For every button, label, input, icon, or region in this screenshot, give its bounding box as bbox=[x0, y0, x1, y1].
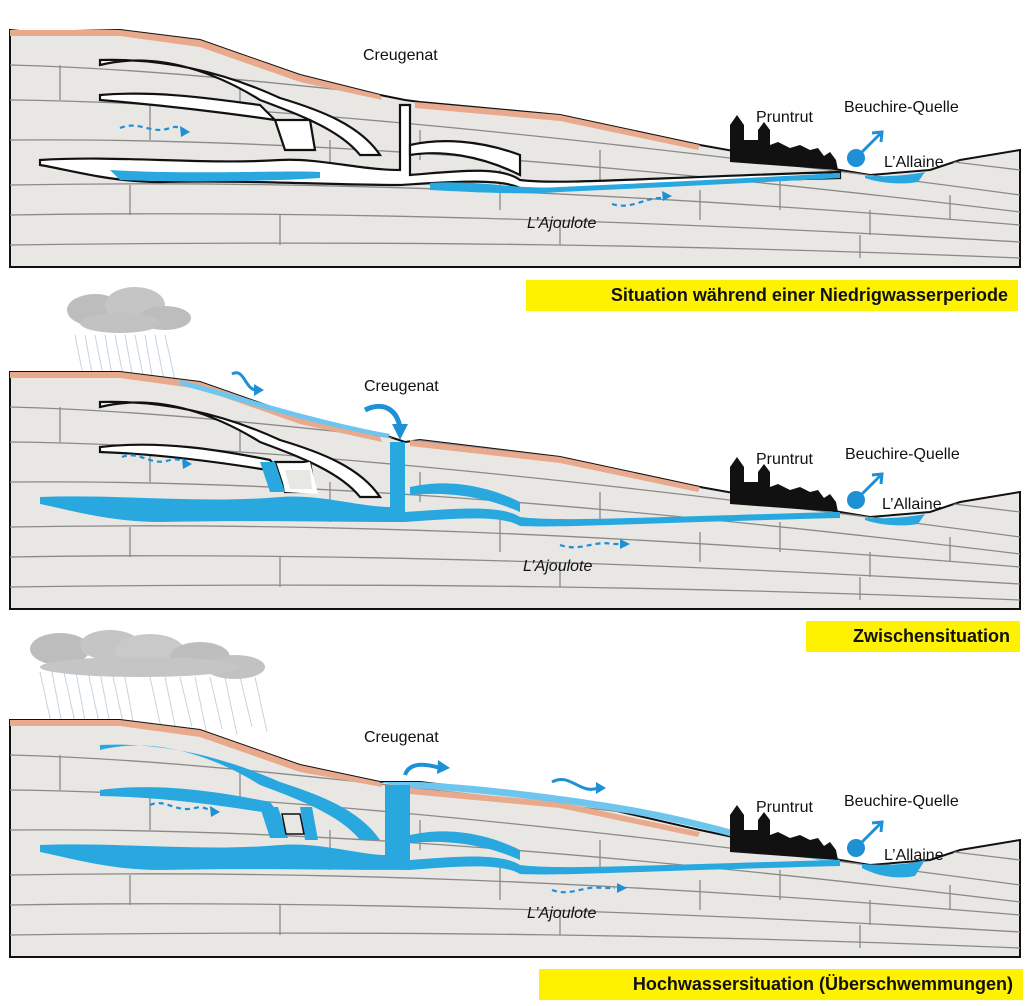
allaine-river bbox=[865, 514, 925, 526]
rock-body bbox=[9, 28, 1021, 268]
label-river: L’Allaine bbox=[884, 154, 944, 171]
spring-icon bbox=[847, 149, 865, 167]
panel-low-water: Creugenat Pruntrut Beuchire-Quelle L’All… bbox=[0, 20, 1029, 270]
flow-arrow-icon bbox=[551, 778, 599, 791]
label-town: Pruntrut bbox=[756, 451, 813, 468]
allaine-river bbox=[862, 860, 925, 878]
spring-arrow-icon bbox=[860, 130, 884, 154]
surface-runoff bbox=[180, 380, 390, 438]
label-town: Pruntrut bbox=[756, 109, 813, 126]
soil-layer bbox=[10, 30, 382, 100]
caption-low-water: Situation während einer Niedrigwasserper… bbox=[526, 280, 1018, 311]
spring-arrow-icon bbox=[860, 820, 884, 844]
label-cave: Creugenat bbox=[363, 47, 438, 64]
rain-cloud-icon bbox=[67, 287, 191, 394]
cave-overflow-arrow-icon bbox=[403, 762, 441, 776]
label-spring: Beuchire-Quelle bbox=[845, 446, 960, 463]
town-silhouette-icon bbox=[730, 805, 838, 860]
town-silhouette-icon bbox=[730, 457, 838, 512]
panel-intermediate: Creugenat Pruntrut Beuchire-Quelle L’All… bbox=[0, 362, 1029, 612]
flow-arrow-icon bbox=[149, 802, 216, 814]
rock-body bbox=[9, 371, 1021, 610]
soil-layer bbox=[10, 720, 382, 787]
label-stream: L’Ajoulote bbox=[527, 215, 597, 232]
panel-flood: Creugenat Pruntrut Beuchire-Quelle L’All… bbox=[0, 710, 1029, 960]
cave-network bbox=[38, 58, 842, 191]
rain-cloud-icon bbox=[30, 630, 268, 738]
label-spring: Beuchire-Quelle bbox=[844, 99, 959, 116]
groundwater bbox=[40, 442, 925, 527]
label-stream: L’Ajoulote bbox=[523, 558, 593, 575]
flow-arrow-icon bbox=[559, 542, 620, 549]
caption-flood: Hochwassersituation (Überschwemmungen) bbox=[539, 969, 1023, 1000]
label-cave: Creugenat bbox=[364, 378, 439, 395]
cross-section-intermediate bbox=[9, 371, 1021, 610]
flow-arrow-icon bbox=[551, 886, 615, 894]
spring-arrow-icon bbox=[860, 472, 884, 496]
rock-body bbox=[9, 719, 1021, 958]
flow-arrow-icon bbox=[611, 194, 671, 207]
town-silhouette-icon bbox=[730, 115, 838, 170]
label-stream: L’Ajoulote bbox=[527, 905, 597, 922]
cross-section-flood bbox=[9, 719, 1021, 958]
label-town: Pruntrut bbox=[756, 799, 813, 816]
spring-icon bbox=[847, 839, 865, 857]
caption-intermediate: Zwischensituation bbox=[806, 621, 1020, 652]
spring-icon bbox=[847, 491, 865, 509]
groundwater bbox=[110, 170, 925, 194]
allaine-river bbox=[865, 172, 925, 184]
label-river: L’Allaine bbox=[882, 496, 942, 513]
label-cave: Creugenat bbox=[364, 729, 439, 746]
label-spring: Beuchire-Quelle bbox=[844, 793, 959, 810]
label-river: L’Allaine bbox=[884, 847, 944, 864]
groundwater bbox=[40, 744, 925, 878]
cross-section-low bbox=[9, 28, 1021, 268]
